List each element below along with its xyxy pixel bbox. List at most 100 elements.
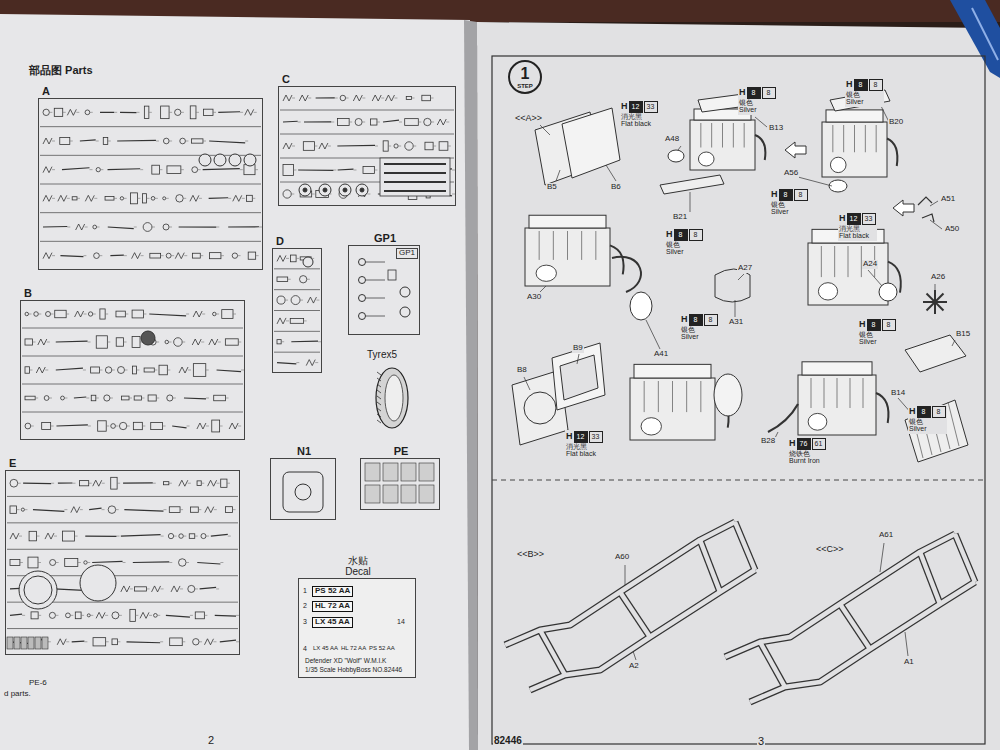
callout-label: 82446: [493, 735, 523, 746]
sprue-gate: [240, 112, 243, 113]
paint-name: Flat black: [621, 120, 658, 128]
callout-label: A1: [903, 658, 915, 667]
sprue-gate: [206, 426, 209, 427]
kit-part: [383, 120, 399, 122]
sprue-gate: [259, 227, 262, 228]
kit-part: [277, 296, 285, 304]
kit-part: [283, 121, 298, 123]
sprue-gate: [38, 562, 41, 563]
sprue-gate: [233, 509, 236, 510]
sprue-gate: [452, 194, 455, 195]
sprue-frame: D: [272, 248, 322, 373]
sprue-gate: [124, 255, 127, 256]
kit-part: [10, 506, 17, 513]
kit-part: [111, 477, 117, 489]
engine-pipe: [755, 135, 765, 160]
kit-part: [105, 197, 114, 201]
paint-callout: H1233消光黑Flat black: [620, 100, 659, 129]
sprue-gate: [314, 146, 317, 147]
kit-part: [76, 224, 85, 230]
kit-part: [110, 255, 123, 257]
kit-part: [112, 639, 117, 645]
engine-rib: [850, 378, 851, 408]
sprue-gate: [181, 112, 184, 113]
sprue-gate: [167, 370, 170, 371]
engine-rib: [722, 123, 723, 148]
kit-part: [43, 253, 52, 259]
frame-heading: 水贴 Decal: [341, 555, 375, 577]
kit-part: [277, 340, 281, 344]
sprue-gate: [199, 198, 202, 199]
sprue-gate: [117, 536, 120, 537]
kit-part: [85, 195, 94, 201]
leader-line: [798, 177, 832, 186]
wheel-part: [214, 154, 226, 166]
sprue-gate: [315, 362, 318, 363]
chassis-outline: [540, 630, 565, 675]
sprue-gate: [105, 314, 108, 315]
sprue-gate: [213, 112, 216, 113]
round-part: [303, 257, 313, 267]
sprue-gate: [281, 341, 284, 342]
kit-part: [121, 535, 161, 537]
kit-part: [184, 397, 206, 399]
sprue-gate: [51, 483, 54, 484]
sprue-gate: [141, 398, 144, 399]
sprue-gate: [362, 122, 365, 123]
decal-sheet: LX 45 AA: [312, 617, 353, 628]
paint-name: Silver: [909, 425, 946, 433]
kit-part: [71, 507, 80, 513]
sprue-gate: [67, 198, 70, 199]
paint-name: 消光黑: [839, 225, 876, 233]
sprue-gate: [137, 198, 140, 199]
kit-part: [56, 368, 83, 370]
sprue-gate: [90, 615, 93, 616]
engine-rib: [821, 246, 822, 277]
tyre: [376, 368, 408, 428]
engine-head: [802, 362, 872, 375]
paint-code: 8: [867, 319, 881, 331]
paint-code: 76: [797, 438, 811, 450]
kit-part: [144, 368, 154, 372]
engine-block: [808, 243, 888, 305]
kit-part: [188, 585, 195, 592]
engine-rib: [837, 378, 838, 408]
kit-part: [422, 95, 431, 100]
sprue-gate: [49, 398, 52, 399]
paint-name: Flat black: [839, 232, 876, 240]
sprue-gate: [66, 314, 69, 315]
assembly-arrow: [893, 200, 914, 216]
paint-brand: H: [846, 80, 853, 90]
radiator-panel: [562, 108, 620, 178]
kit-part: [111, 424, 116, 429]
kit-part: [120, 197, 123, 200]
kit-part: [225, 507, 232, 513]
sprue-gate: [180, 588, 183, 589]
chassis-outline: [530, 570, 755, 690]
sprue-gate: [159, 169, 162, 170]
kit-part: [28, 557, 38, 568]
kit-part: [92, 561, 122, 562]
frame-heading: GP1: [349, 232, 421, 244]
sprue-gate: [160, 641, 163, 642]
kit-part: [283, 143, 292, 149]
kit-part: [353, 95, 362, 101]
sprue-gate: [125, 314, 128, 315]
engine-pulley: [808, 413, 827, 430]
frame-heading: D: [276, 235, 284, 247]
engine-rib: [876, 125, 877, 152]
paint-brand: H: [839, 214, 846, 224]
sprue-gate: [346, 98, 349, 99]
kit-part: [405, 119, 419, 126]
kit-part: [204, 109, 213, 115]
kit-part: [43, 195, 52, 201]
kit-part: [38, 339, 47, 345]
engine-block: [525, 228, 610, 286]
sprue-gate: [216, 314, 219, 315]
sprue-runner: [22, 356, 243, 357]
kit-part: [300, 276, 307, 283]
kit-part: [108, 168, 141, 170]
kit-part: [363, 166, 374, 173]
pen-highlight: [972, 8, 998, 60]
sprue-gate: [452, 170, 455, 171]
